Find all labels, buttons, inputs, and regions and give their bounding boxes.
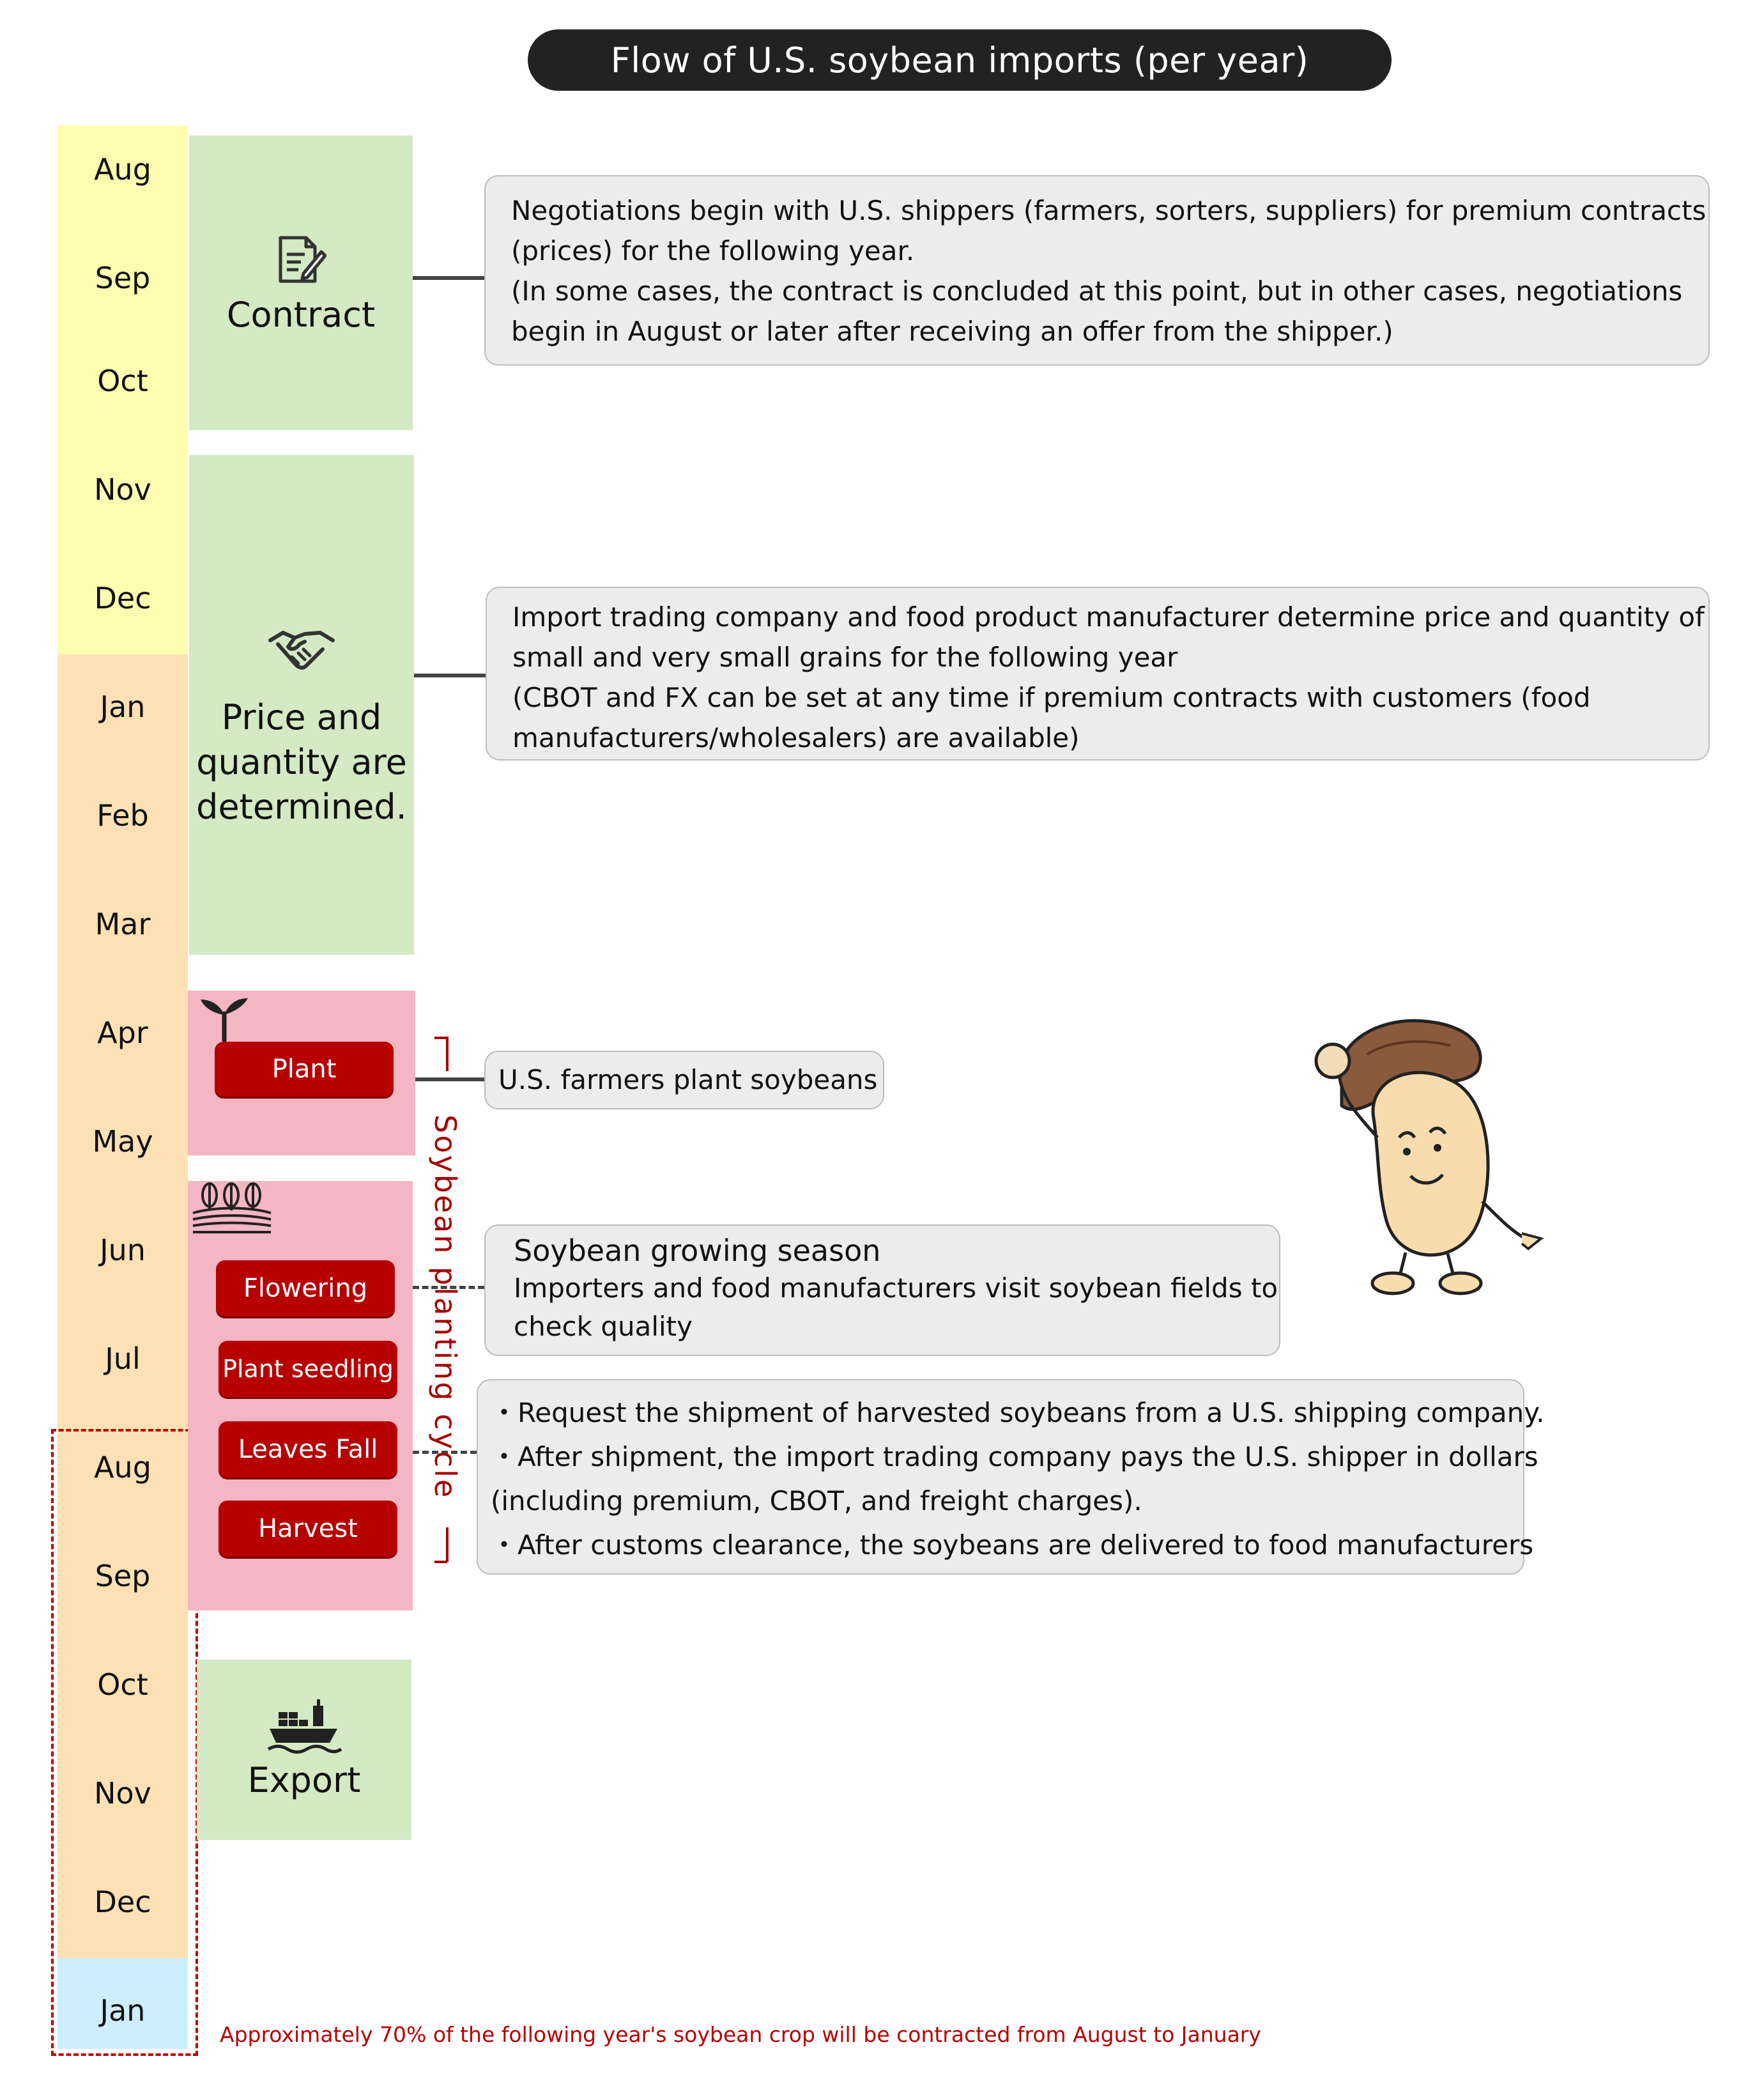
cycle-bracket-bottom-stem: [446, 1527, 449, 1562]
month-label: Jun: [100, 1233, 146, 1267]
note-contract: Negotiations begin with U.S. shippers (f…: [484, 175, 1710, 366]
plant-pill: Plant: [215, 1042, 394, 1097]
stage-export-label: Export: [247, 1760, 361, 1800]
stage-price-label-line2: quantity are: [196, 742, 407, 782]
month-label: Apr: [97, 1015, 148, 1050]
connector-contract: [413, 276, 484, 280]
note-line: Import trading company and food product …: [512, 601, 1705, 633]
note-line: (prices) for the following year.: [511, 235, 915, 266]
month-label: Sep: [95, 261, 151, 295]
note-line: manufacturers/wholesalers) are available…: [512, 722, 1080, 753]
month-label: Feb: [96, 798, 149, 833]
month-label: Jan: [100, 1993, 146, 2028]
cycle-bracket-top: [434, 1037, 447, 1039]
note-line: ・After shipment, the import trading comp…: [491, 1441, 1538, 1472]
month-label: Oct: [97, 364, 148, 398]
connector-price: [414, 674, 486, 677]
stage-price-label-line1: Price and: [221, 697, 382, 737]
handshake-icon: [268, 631, 335, 670]
soybean-mascot-illustration: [1314, 1019, 1544, 1295]
month-label: Oct: [97, 1667, 148, 1702]
note-line: (CBOT and FX can be set at any time if p…: [512, 682, 1591, 713]
stage-price-label-line3: determined.: [196, 787, 407, 827]
note-growing-title: Soybean growing season: [514, 1233, 881, 1268]
harvest-pill: Harvest: [219, 1501, 397, 1557]
month-label: Nov: [94, 1776, 151, 1811]
note-line: (In some cases, the contract is conclude…: [511, 275, 1683, 307]
note-line: begin in August or later after receiving…: [511, 316, 1393, 347]
stage-export: Export: [197, 1660, 411, 1840]
note-line: small and very small grains for the foll…: [512, 642, 1178, 673]
note-price: Import trading company and food product …: [486, 587, 1710, 761]
month-label: Jan: [100, 690, 146, 724]
month-label: Mar: [95, 907, 151, 941]
month-label: Dec: [94, 1885, 151, 1919]
connector-plant: [415, 1077, 484, 1081]
stage-price: Price and quantity are determined.: [189, 455, 414, 955]
cycle-bracket-bottom: [434, 1561, 447, 1563]
page-title: Flow of U.S. soybean imports (per year): [528, 29, 1392, 91]
note-line: ・After customs clearance, the soybeans a…: [491, 1529, 1534, 1561]
footnote: Approximately 70% of the following year'…: [220, 2022, 1261, 2047]
month-label: Aug: [94, 152, 151, 187]
month-band-orange: [58, 654, 188, 1958]
month-band-blue: [58, 1958, 188, 2049]
month-band-yellow: [58, 125, 188, 654]
note-line: (including premium, CBOT, and freight ch…: [491, 1485, 1142, 1517]
leaves-fall-pill: Leaves Fall: [219, 1421, 397, 1478]
stage-contract: Contract: [189, 135, 413, 430]
note-plant: U.S. farmers plant soybeans: [484, 1051, 884, 1109]
stage-contract-label: Contract: [226, 294, 376, 335]
note-line: Negotiations begin with U.S. shippers (f…: [511, 195, 1706, 226]
note-line: check quality: [514, 1311, 693, 1342]
contract-icon: [279, 236, 326, 282]
note-line: Importers and food manufacturers visit s…: [514, 1272, 1278, 1304]
sprout-icon: [201, 998, 248, 1042]
note-growing: Soybean growing season Importers and foo…: [484, 1224, 1280, 1356]
month-label: Nov: [94, 472, 151, 507]
plant-seedling-pill: Plant seedling: [219, 1341, 397, 1397]
flowering-pill: Flowering: [216, 1260, 395, 1316]
note-line: ・Request the shipment of harvested soybe…: [491, 1397, 1545, 1428]
connector-growing: [413, 1286, 484, 1289]
month-label: Aug: [94, 1450, 151, 1485]
contract-period-bracket: [51, 1429, 198, 2056]
month-label: Sep: [95, 1559, 151, 1593]
month-label: May: [92, 1124, 153, 1159]
note-shipment: ・Request the shipment of harvested soybe…: [477, 1379, 1545, 1575]
month-label: Jul: [105, 1341, 141, 1376]
cargo-ship-icon: [267, 1699, 342, 1754]
month-label: Dec: [94, 581, 151, 615]
field-icon: [192, 1182, 272, 1233]
connector-shipment: [413, 1451, 477, 1454]
cycle-bracket-top-stem: [446, 1037, 449, 1071]
soybean-planting-cycle-label: Soybean planting cycle: [428, 1115, 463, 1500]
